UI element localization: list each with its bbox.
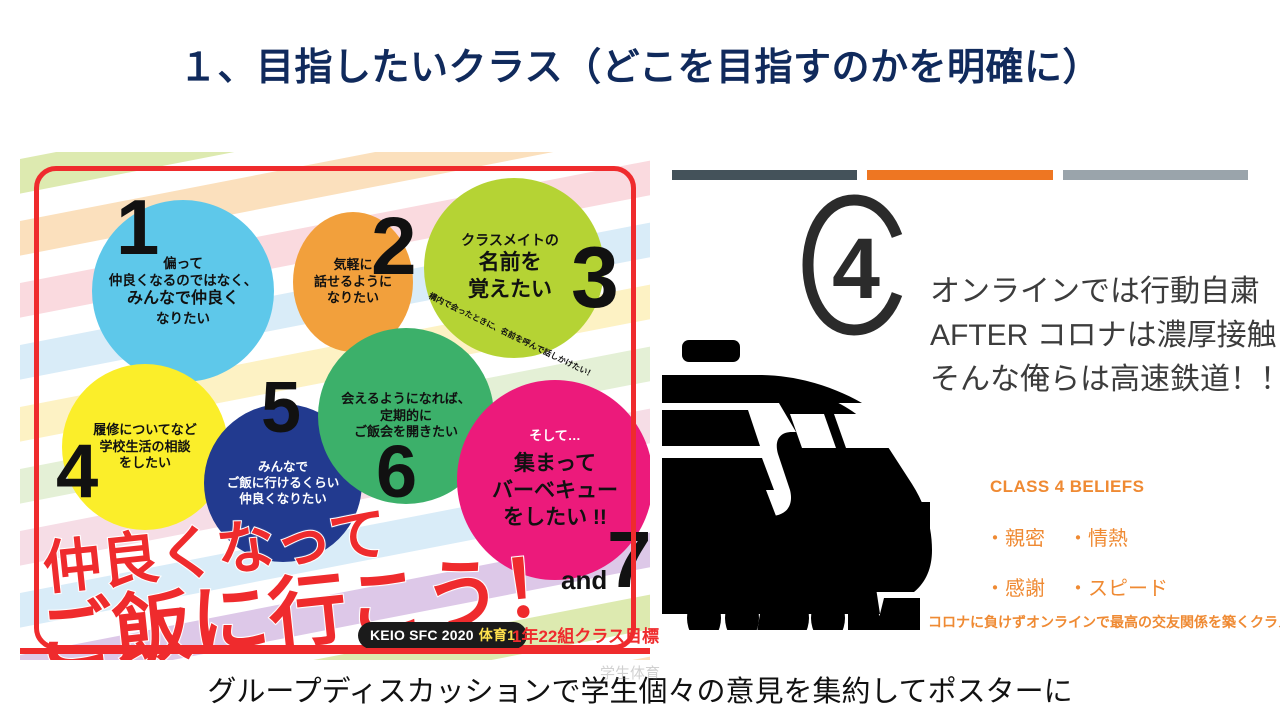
accent-bar-dark xyxy=(672,170,858,180)
bubble-6-number: 6 xyxy=(376,430,418,513)
accent-bar-orange xyxy=(867,170,1053,180)
bubble-6-line-3: ご飯会を開きたい xyxy=(353,424,458,440)
beliefs-title: CLASS 4 BELIEFS xyxy=(990,477,1145,496)
bubble-3: クラスメイトの 名前を 覚えたい xyxy=(424,178,604,358)
bubble-1-line-3: みんなで仲良く xyxy=(126,290,239,308)
page-title: １、目指したいクラス（どこを目指すのかを明確に） xyxy=(178,47,1102,89)
right-poster-line-3: そんな俺らは高速鉄道！！ xyxy=(930,363,1280,396)
bubble-1-line-1: 偏って xyxy=(163,255,203,271)
bubble-7-number: 7 xyxy=(607,515,650,604)
bubble-2-line-3: なりたい xyxy=(326,290,379,306)
bubble-4-line-2: 学校生活の相談 xyxy=(99,438,191,454)
bubble-4-line-1: 履修についてなど xyxy=(93,422,197,438)
bubble-2-line-2: 話せるように xyxy=(313,273,392,289)
bubble-4-number: 4 xyxy=(56,429,99,514)
left-poster: 偏って 仲良くなるのではなく、 みんなで仲良く なりたい 1 知り合いだけでかた… xyxy=(20,152,650,660)
bubble-3-line-2: 名前を xyxy=(478,251,542,275)
bullet-train-icon xyxy=(662,340,932,630)
footer-class-goal: 1年22組クラス目標 xyxy=(512,627,660,646)
bubble-1-number: 1 xyxy=(116,183,160,271)
bubble-1-line-4: なりたい xyxy=(156,310,210,326)
belief-item-4: ・スピード xyxy=(1068,578,1168,600)
bubble-5-line-3: 仲良くなりたい xyxy=(239,492,327,506)
bubble-3-number: 3 xyxy=(571,230,619,326)
bubble-4-line-3: をしたい xyxy=(118,455,171,471)
bubble-5-line-2: ご飯に行けるくらい xyxy=(226,476,340,490)
svg-text:4: 4 xyxy=(832,221,880,317)
circled-four-icon: 4 xyxy=(802,194,903,336)
right-poster-tagline: コロナに負けずオンラインで最高の交友関係を築くクラス xyxy=(928,614,1280,630)
bubble-1-line-2: 仲良くなるのではなく、 xyxy=(108,273,258,289)
bubble-3-line-3: 覚えたい xyxy=(468,277,552,301)
accent-bar-gray xyxy=(1062,170,1248,180)
footer-badge-label: KEIO SFC 2020 xyxy=(370,627,474,643)
bubble-4: 履修についてなど 学校生活の相談 をしたい xyxy=(62,364,228,530)
bubble-1: 偏って 仲良くなるのではなく、 みんなで仲良く なりたい xyxy=(92,200,274,382)
bubble-6-line-1: 会えるようになれば、 xyxy=(341,391,471,407)
footer-red-bar xyxy=(20,648,650,654)
bubble-7: そして… 集まって バーベキュー をしたい !! xyxy=(457,380,650,580)
top-accent-bars xyxy=(672,170,1248,180)
bubble-7-line-3: バーベキュー xyxy=(492,478,618,502)
bubble-7-and-label: and xyxy=(561,565,608,595)
belief-item-1: ・親密 xyxy=(985,528,1045,550)
right-poster-line-1: オンラインでは行動自粛 xyxy=(930,275,1260,308)
bubble-5-line-1: みんなで xyxy=(257,460,308,474)
bubble-6-line-2: 定期的に xyxy=(379,407,432,423)
bubble-2-line-1: 気軽に xyxy=(333,257,373,273)
bubble-7-line-4: をしたい !! xyxy=(503,505,607,529)
slide-caption: グループディスカッションで学生個々の意見を集約してポスターに xyxy=(207,676,1073,708)
belief-item-3: ・感謝 xyxy=(985,578,1045,600)
watermark-text: 学生体育 xyxy=(600,665,661,682)
bubble-7-line-2: 集まって xyxy=(513,452,597,475)
belief-item-2: ・情熱 xyxy=(1068,528,1128,550)
footer-badge-highlight: 体育1 xyxy=(478,627,516,643)
bubble-7-line-1: そして… xyxy=(529,428,581,444)
bubble-3-line-1: クラスメイトの xyxy=(461,232,559,249)
bubble-5-number: 5 xyxy=(261,368,302,448)
right-poster-line-2: AFTER コロナは濃厚接触 xyxy=(930,319,1277,352)
bubble-2-number: 2 xyxy=(371,201,417,292)
